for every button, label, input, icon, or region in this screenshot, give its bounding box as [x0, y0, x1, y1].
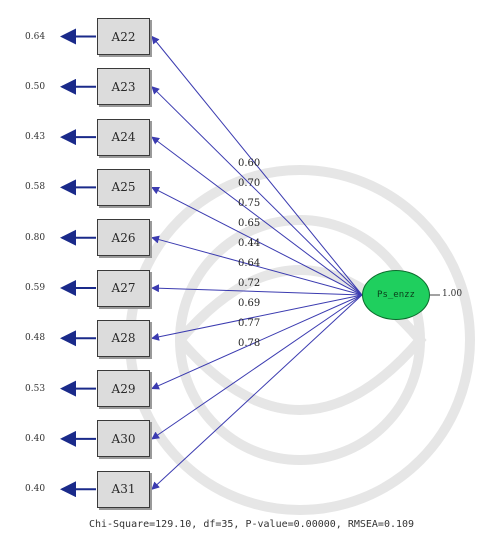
loading-label-a27: 0.64: [238, 258, 261, 269]
error-variance-a28: 0.48: [25, 333, 46, 344]
indicator-box-a28: A28: [97, 319, 150, 357]
fit-statistics: Chi-Square=129.10, df=35, P-value=0.0000…: [88, 519, 415, 530]
loading-path-a25: [151, 186, 363, 296]
latent-variable-ellipse: Ps_enzz: [362, 270, 430, 320]
loading-path-a22: [151, 35, 363, 296]
loading-path-a23: [151, 86, 363, 296]
error-variance-a31: 0.40: [25, 484, 46, 495]
error-variance-a25: 0.58: [25, 182, 46, 193]
loading-label-a28: 0.72: [238, 278, 261, 289]
loading-path-a27: [151, 284, 363, 296]
loading-path-a31: [151, 294, 363, 490]
indicator-box-a24: A24: [97, 118, 150, 156]
indicator-box-a31: A31: [97, 470, 150, 508]
indicator-box-a25: A25: [97, 168, 150, 206]
error-variance-a26: 0.80: [25, 232, 46, 243]
loading-path-a30: [151, 294, 363, 440]
error-variance-a23: 0.50: [25, 81, 46, 92]
error-variance-a22: 0.64: [25, 31, 46, 42]
latent-variance: 1.00: [442, 289, 463, 299]
loading-label-a23: 0.70: [238, 178, 261, 189]
loading-label-a22: 0.60: [238, 158, 261, 169]
loading-label-a29: 0.69: [238, 298, 261, 309]
indicator-box-a30: A30: [97, 420, 150, 458]
latent-variable-label: Ps_enzz: [377, 290, 415, 300]
loading-path-a29: [151, 294, 363, 390]
loading-path-a26: [151, 235, 363, 296]
loading-label-a25: 0.65: [238, 218, 261, 229]
loading-path-a24: [151, 136, 363, 296]
loading-label-a26: 0.44: [238, 238, 261, 249]
indicator-box-a27: A27: [97, 269, 150, 307]
error-variance-a30: 0.40: [25, 433, 46, 444]
indicator-box-a23: A23: [97, 68, 150, 106]
error-variance-a24: 0.43: [25, 132, 46, 143]
loading-label-a31: 0.78: [238, 338, 261, 349]
loading-label-a24: 0.75: [238, 198, 261, 209]
indicator-box-a22: A22: [97, 18, 150, 55]
error-variance-a27: 0.59: [25, 283, 46, 293]
error-variance-a29: 0.53: [25, 383, 46, 394]
loading-path-a28: [151, 294, 363, 341]
loading-label-a30: 0.77: [238, 318, 261, 329]
indicator-box-a26: A26: [97, 219, 150, 257]
indicator-box-a29: A29: [97, 370, 150, 408]
